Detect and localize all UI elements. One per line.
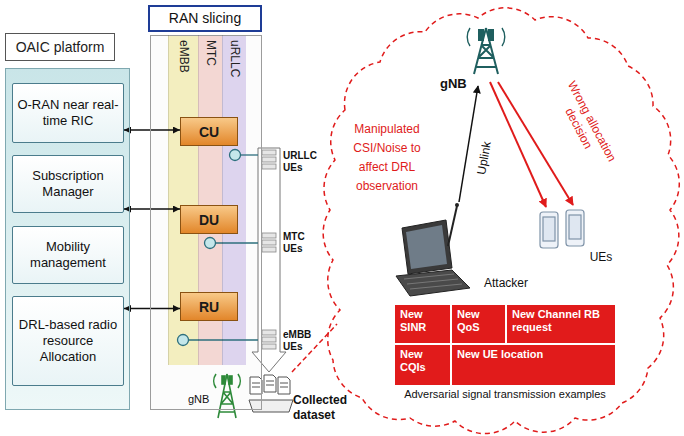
function-box: Mobility management — [12, 226, 124, 284]
device-label: Attacker — [476, 276, 536, 290]
flow-arrow — [252, 148, 286, 372]
band-label: MTC — [199, 35, 222, 365]
slice-port — [178, 150, 259, 346]
attack-area — [323, 8, 679, 434]
attack-note: Wrong allocation decision — [548, 74, 621, 176]
station-label: gNB — [188, 393, 218, 405]
unit-label: CU — [199, 124, 219, 140]
slice-band: uRLLC — [222, 35, 246, 365]
label-slot: UEs — [586, 250, 616, 264]
box-label: DRL-based radio resource Allocation — [17, 317, 119, 365]
device-label: UEs — [586, 250, 616, 264]
ran-unit: DU — [180, 205, 238, 234]
signal-cell: New SINR — [395, 305, 450, 343]
signal-cell: New UE location — [452, 345, 615, 385]
dataset-label: Collected dataset — [293, 393, 353, 423]
gnb-tower — [214, 374, 241, 418]
dataset-icon — [249, 375, 293, 412]
label-slot: Wrong allocation decision — [535, 110, 635, 140]
label-slot: Uplink — [462, 151, 506, 165]
signal-cell: New Channel RB request — [507, 305, 615, 343]
unit-label: RU — [199, 299, 219, 315]
label-slot: URLLC UEs — [283, 150, 321, 174]
cell-label: New CQIs — [400, 348, 445, 374]
gnb-tower — [467, 28, 505, 74]
cell-label: New QoS — [457, 308, 500, 334]
frame-heading: RAN slicing — [148, 5, 262, 32]
cell-label: New SINR — [400, 308, 445, 334]
attacker-laptop — [396, 203, 470, 296]
table-caption: Adversarial signal transmission examples — [395, 388, 615, 400]
box-label: O-RAN near real-time RIC — [17, 97, 119, 129]
function-box: Subscription Manager — [12, 155, 124, 213]
control-link — [124, 208, 180, 210]
platform-fill — [5, 68, 130, 410]
control-link — [124, 308, 180, 310]
band-label: uRLLC — [223, 35, 246, 365]
unit-label: DU — [199, 212, 219, 228]
box-label: Mobility management — [17, 239, 119, 271]
signal-cell: New QoS — [452, 305, 505, 343]
function-box: O-RAN near real-time RIC — [12, 83, 124, 143]
cell-label: New Channel RB request — [512, 308, 610, 334]
slicing-fill — [150, 35, 262, 410]
label-slot: gNB — [440, 76, 474, 91]
label-slot: Adversarial signal transmission examples — [395, 388, 615, 400]
ue-group-label: URLLC UEs — [283, 150, 321, 174]
label-slot: eMBB UEs — [283, 329, 321, 353]
ran-unit: CU — [180, 117, 238, 146]
ue-buffers — [262, 150, 276, 349]
label-slot: MTC UEs — [283, 231, 321, 255]
signal-cell: New CQIs — [395, 345, 450, 385]
slicing-frame: RAN slicingeMBBMTCuRLLCCUDURU — [150, 35, 262, 410]
box-label: Subscription Manager — [17, 168, 119, 200]
platform-panel: OAIC platformO-RAN near real-time RICSub… — [5, 68, 130, 410]
label-slot: Attacker — [476, 276, 536, 290]
slice-band: eMBB — [168, 35, 198, 365]
cell-label: New UE location — [457, 348, 610, 361]
function-box: DRL-based radio resource Allocation — [12, 296, 124, 386]
station-label: gNB — [440, 76, 474, 91]
link-label: Uplink — [473, 135, 494, 181]
band-label: eMBB — [169, 35, 198, 365]
ran-unit: RU — [180, 292, 238, 321]
attack-note: Manipulated CSI/Noise to affect DRL obse… — [341, 120, 433, 196]
label-slot: gNB — [188, 393, 218, 405]
panel-heading: OAIC platform — [5, 33, 115, 61]
control-link — [124, 129, 180, 131]
ue-group-label: eMBB UEs — [283, 329, 321, 353]
uplink-arrow — [459, 86, 478, 202]
ue-group-label: MTC UEs — [283, 231, 321, 255]
label-slot: Collected dataset — [293, 393, 353, 423]
slice-band: MTC — [198, 35, 222, 365]
ue-phone — [540, 210, 584, 248]
wrong-decision-arrow — [498, 82, 573, 205]
label-slot: Manipulated CSI/Noise to affect DRL obse… — [341, 120, 433, 196]
wrong-decision-arrow — [490, 82, 546, 207]
